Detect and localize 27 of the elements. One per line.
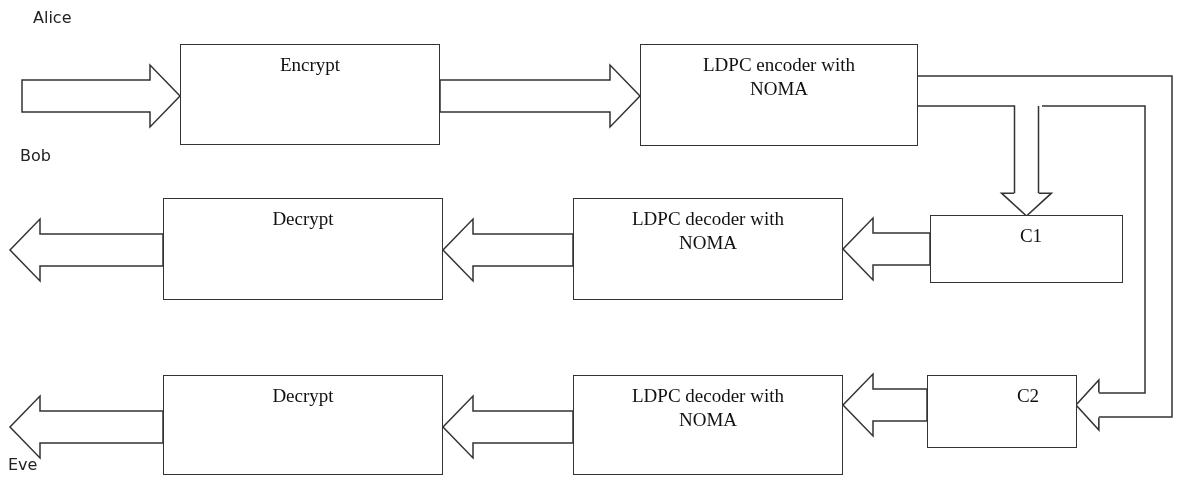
process-box: [163, 375, 443, 475]
party-label: Eve: [8, 455, 38, 474]
box-label: LDPC decoder with NOMA: [631, 384, 785, 432]
block-arrow: [441, 394, 574, 460]
process-box: [927, 375, 1077, 448]
block-arrow: [8, 217, 164, 283]
party-label: Bob: [20, 146, 51, 165]
block-arrow: [21, 63, 182, 129]
process-box: [573, 198, 843, 300]
block-arrow: [8, 394, 164, 460]
process-box: [163, 198, 443, 300]
box-label: Decrypt: [271, 207, 335, 231]
block-arrow: [441, 217, 574, 283]
box-label: Encrypt: [278, 53, 342, 77]
block-arrow: [841, 216, 931, 282]
box-label: LDPC encoder with NOMA: [702, 53, 856, 101]
process-box: [573, 375, 843, 475]
block-arrow: [841, 372, 928, 438]
party-label: Alice: [33, 8, 72, 27]
box-label: C1: [1018, 224, 1044, 248]
box-label: C2: [1015, 384, 1041, 408]
process-box: [640, 44, 918, 146]
process-box: [180, 44, 440, 145]
box-label: LDPC decoder with NOMA: [631, 207, 785, 255]
block-arrow: [439, 63, 642, 129]
box-label: Decrypt: [271, 384, 335, 408]
process-box: [930, 215, 1123, 283]
